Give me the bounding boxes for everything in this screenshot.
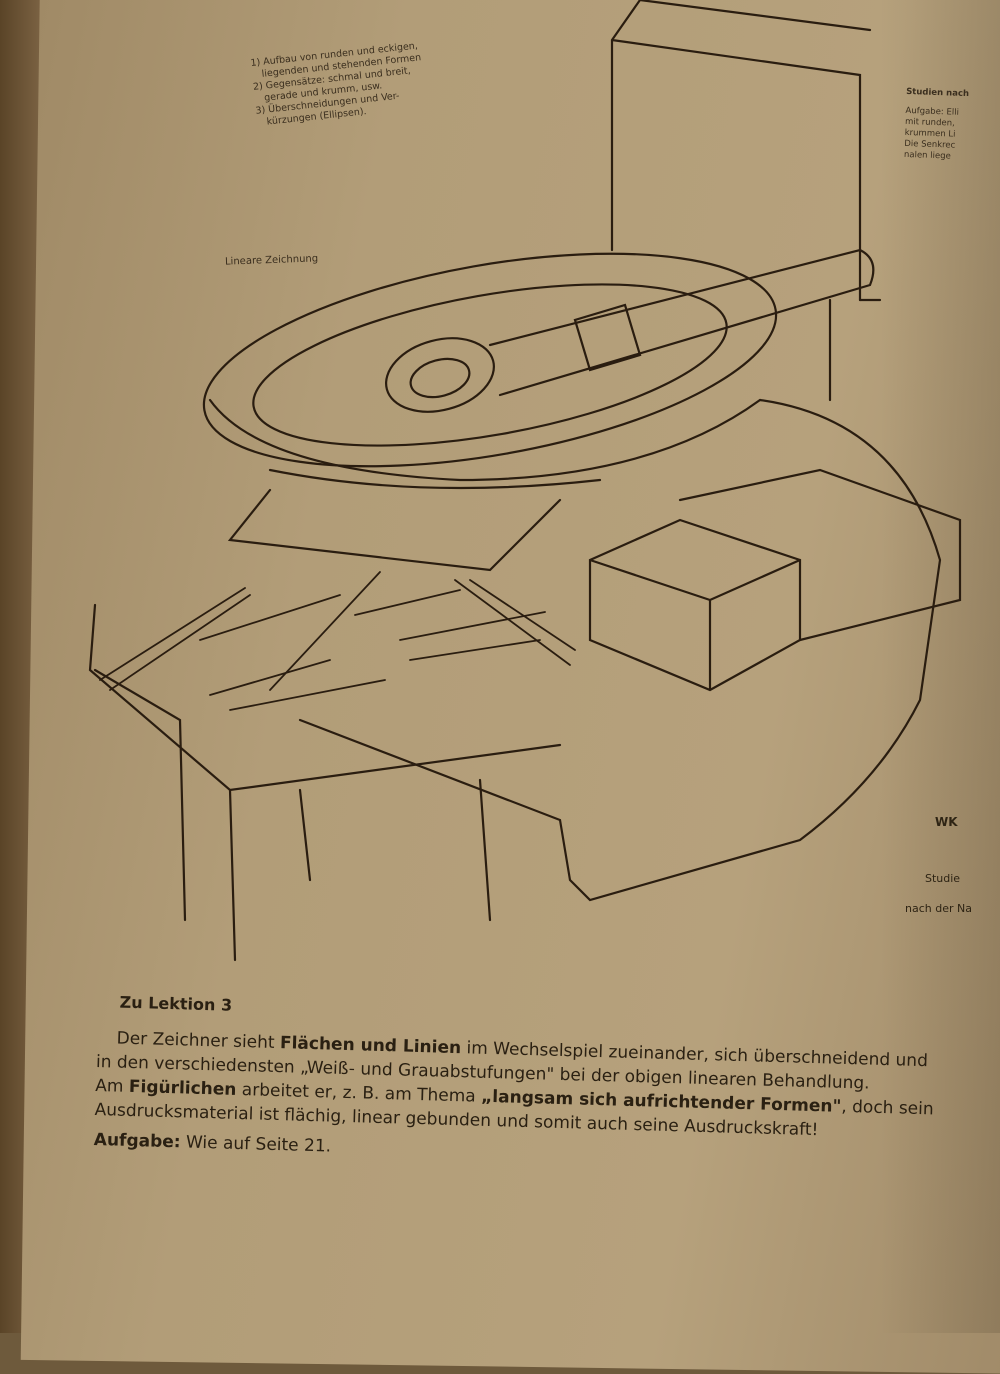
signature: WK [935,815,958,829]
side-heading: Studien nach [905,86,970,100]
ladle [385,248,875,413]
bowl [202,252,778,490]
side-caption-2: nach der Na [905,902,972,915]
matches [99,571,576,711]
matchbox [588,468,962,692]
side-caption-1: Studie [925,872,961,885]
side-line: nalen liege [903,149,951,162]
tall-box [610,0,882,402]
line-drawing-still-life [88,0,962,962]
table [88,603,562,962]
side-column: Studien nach Aufgabe: Elli mit runden, k… [904,87,969,163]
page-shadow [880,0,1000,1333]
cloth [227,398,942,902]
lesson-section: Zu Lektion 3 Der Zeichner sieht Flächen … [93,990,977,1177]
